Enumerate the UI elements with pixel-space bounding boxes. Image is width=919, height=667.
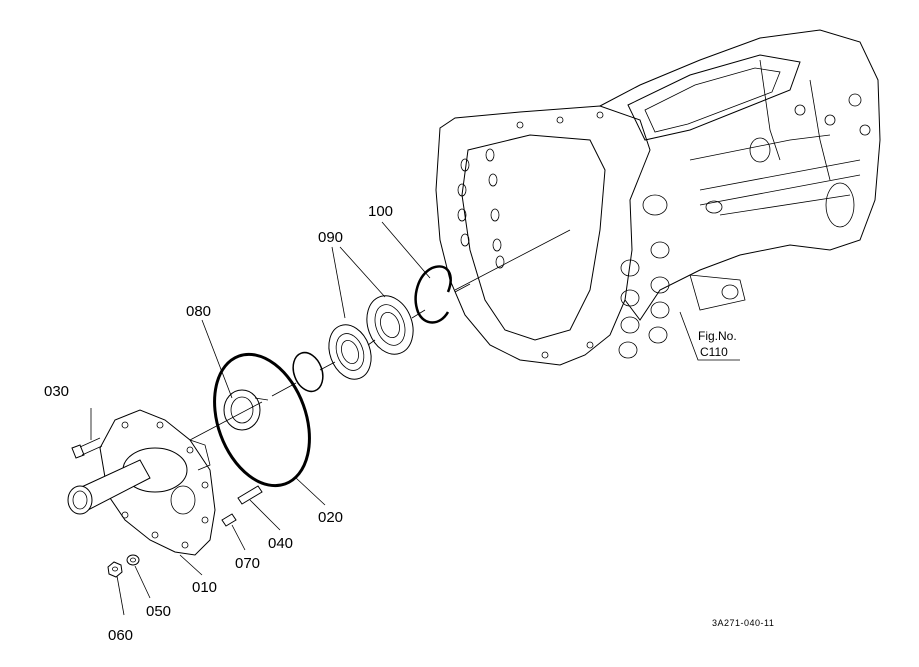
leader-lines: [90, 221, 740, 616]
pin-part-070: [221, 513, 237, 527]
callout-080: 080: [186, 303, 211, 320]
snap-ring-part-100: [414, 265, 452, 324]
callout-020: 020: [318, 509, 343, 526]
flange-holes: [457, 111, 604, 359]
assembly-axis-line: [189, 283, 471, 441]
callout-050: 050: [146, 603, 171, 620]
stud-part-040: [237, 485, 263, 505]
drawing-code: 3A271-040-11: [712, 618, 774, 628]
washer-part-050: [126, 554, 140, 566]
front-cover-part-010: [67, 409, 216, 556]
snap-ring-small: [292, 351, 324, 393]
figure-reference-number: C110: [700, 345, 728, 359]
side-bosses: [618, 241, 746, 359]
callout-030: 030: [44, 383, 69, 400]
bolt-part-030: [71, 437, 103, 459]
callout-100: 100: [368, 203, 393, 220]
callout-090: 090: [318, 229, 343, 246]
bearing-part-090-b: [366, 295, 414, 355]
callout-070: 070: [235, 555, 260, 572]
callout-060: 060: [108, 627, 133, 644]
figure-reference-label: Fig.No.: [698, 329, 737, 343]
o-ring-part-020: [213, 352, 311, 488]
oil-seal-part-080: [223, 389, 269, 431]
bearing-part-090-a: [328, 324, 372, 380]
transmission-case: [435, 29, 881, 366]
callout-010: 010: [192, 579, 217, 596]
nut-part-060: [107, 561, 123, 578]
callout-040: 040: [268, 535, 293, 552]
